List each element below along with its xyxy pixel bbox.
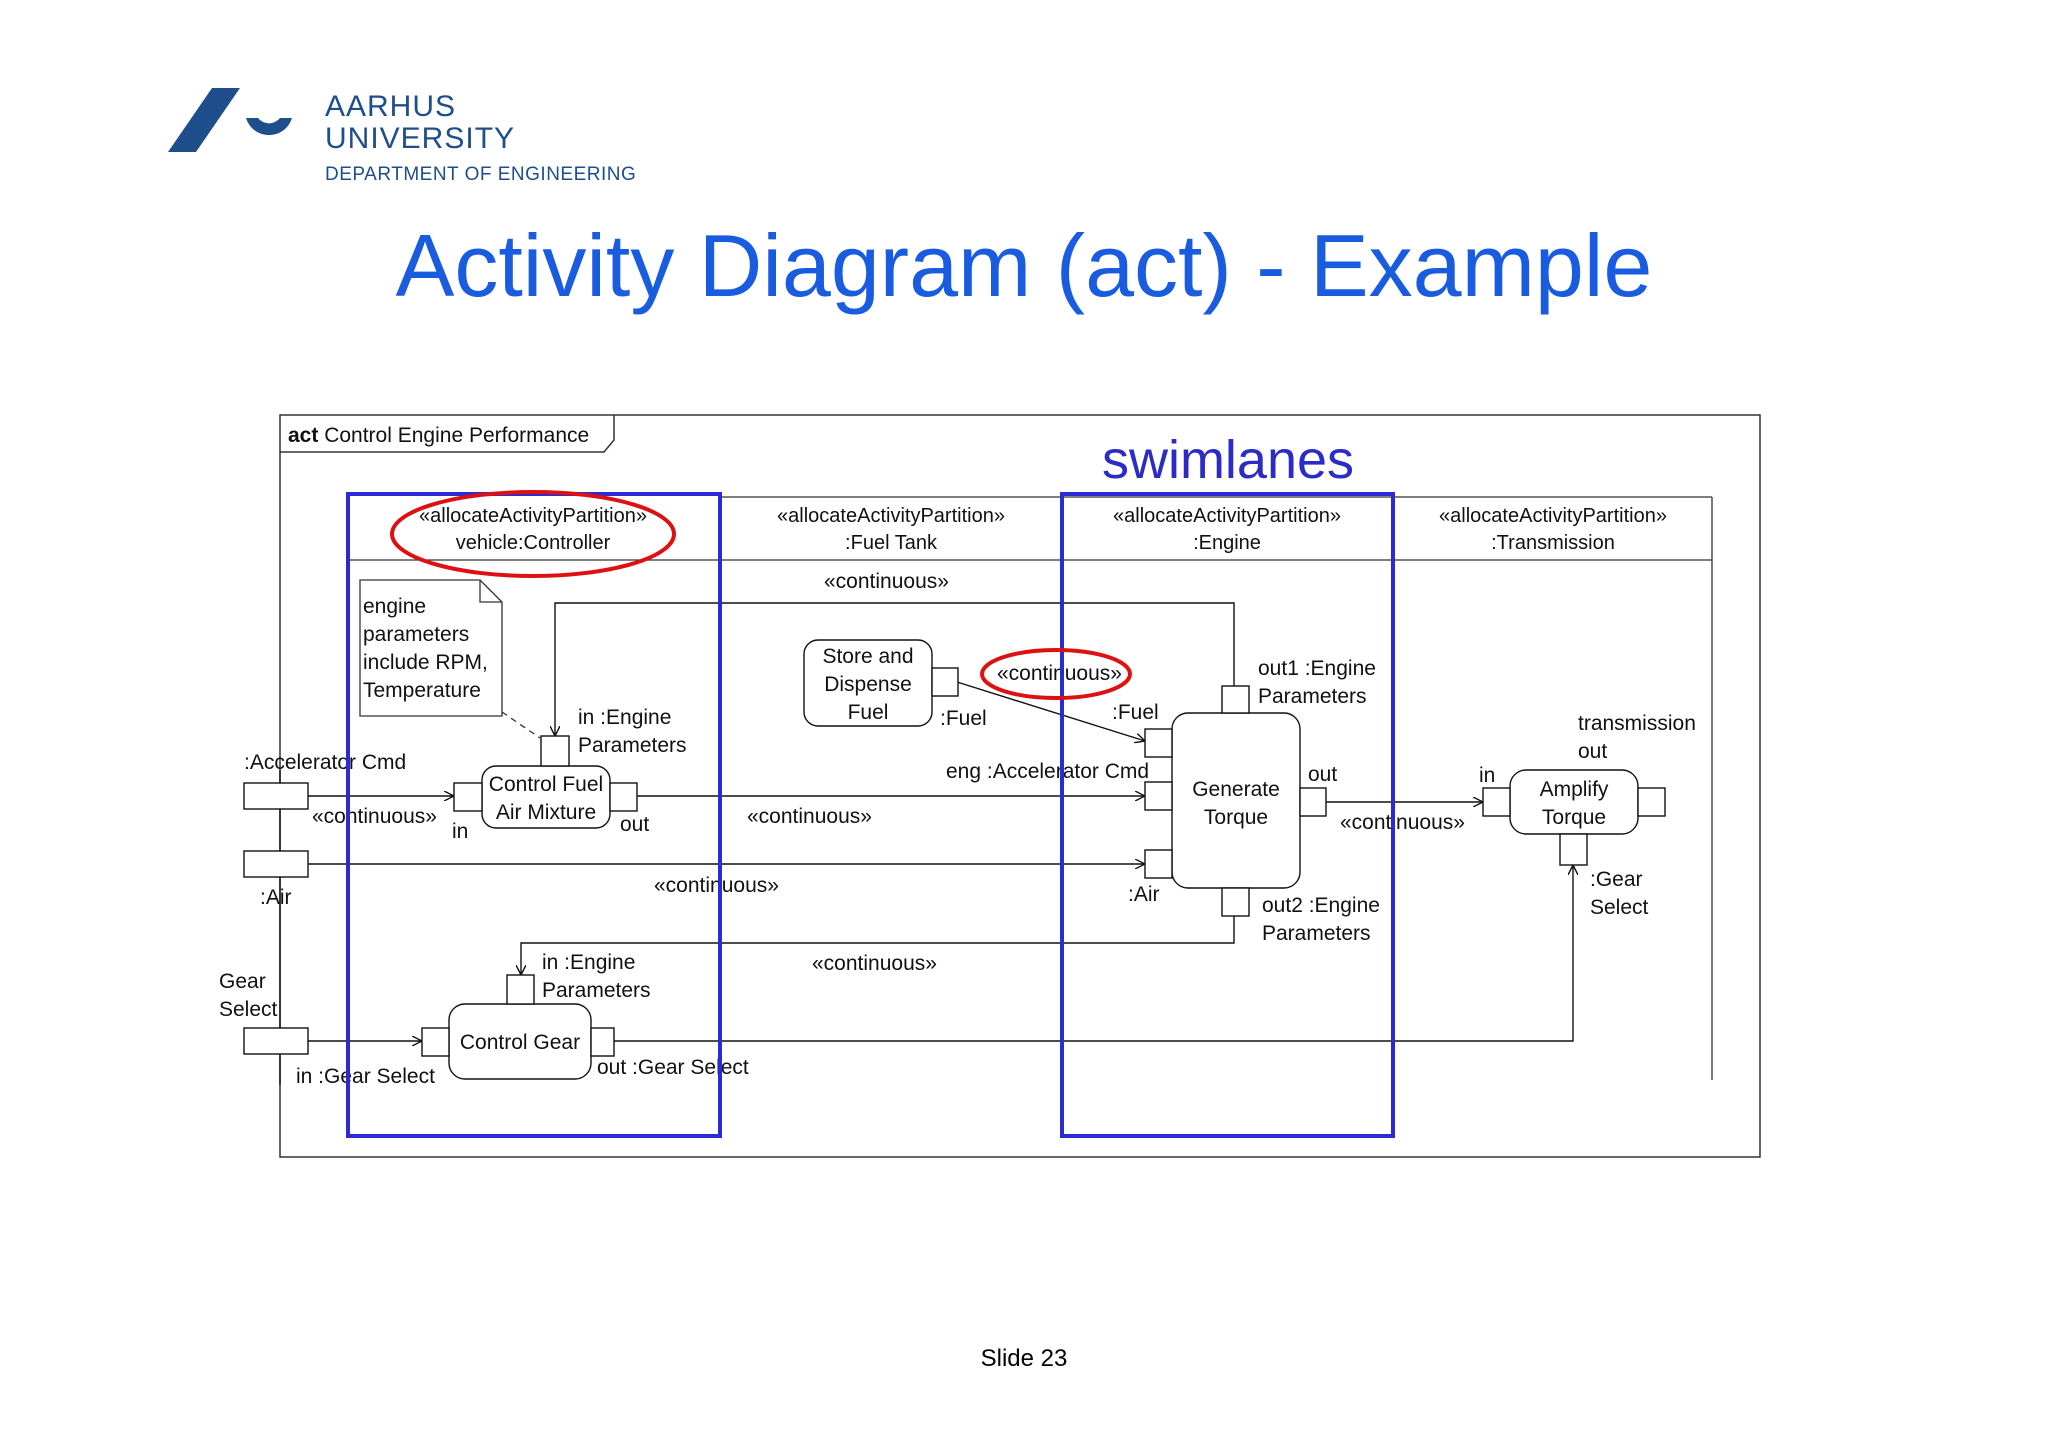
frame-activity-name: Control Engine Performance [324, 424, 589, 447]
flow-gear-select-to-amplify [614, 865, 1573, 1042]
continuous-label-1: «continuous» [312, 805, 437, 828]
continuous-label-5: «continuous» [812, 952, 937, 975]
gear-select-pin [243, 1027, 309, 1055]
generate-torque-out2-pin [1221, 887, 1250, 917]
in-gear-select-label: in :Gear Select [296, 1065, 435, 1088]
continuous-label-2: «continuous» [824, 570, 949, 593]
swimlane-highlight-engine [1060, 492, 1395, 1138]
amplify-torque-label-1: Amplify [1540, 778, 1609, 801]
in-engine-params-2-label-1: in :Engine [542, 951, 635, 974]
generate-torque-fuel-pin [1144, 728, 1173, 758]
in-engine-params-2-label-2: Parameters [542, 979, 651, 1002]
control-gear-out-pin [590, 1027, 615, 1057]
out-gear-select-label: out :Gear Select [597, 1056, 749, 1079]
control-fuel-in-pin [453, 782, 483, 812]
control-fuel-in-label: in [452, 820, 468, 843]
generate-torque-accel-pin [1144, 781, 1173, 811]
control-gear-in-pin [421, 1027, 450, 1057]
air-pin [243, 850, 309, 878]
frame-keyword: act [288, 424, 318, 447]
partition-2-stereotype: «allocateActivityPartition» [777, 505, 1005, 527]
amplify-in-label: in [1479, 764, 1495, 787]
note-shape [359, 579, 503, 717]
gear-select-label-2: Select [219, 998, 278, 1021]
generate-torque-out-label: out [1308, 763, 1337, 786]
logo-department: DEPARTMENT OF ENGINEERING [325, 164, 637, 185]
control-fuel-out-label: out [620, 813, 649, 836]
frame-name-tab [280, 415, 615, 453]
amplify-torque-out-pin [1637, 787, 1666, 817]
aarhus-logo-icon [168, 88, 292, 152]
continuous-label-6: «continuous» [1340, 811, 1465, 834]
amplify-torque-gear-pin [1559, 833, 1588, 866]
in-engine-params-label-2: Parameters [578, 734, 687, 757]
eng-accel-label: eng :Accelerator Cmd [946, 760, 1149, 783]
partition-4-name: :Transmission [1491, 532, 1615, 554]
generate-torque-air-pin [1144, 849, 1173, 879]
flow-fuel-to-engine [956, 681, 1145, 741]
control-fuel-out-pin [609, 782, 638, 812]
generate-torque-out1-pin [1221, 685, 1250, 714]
note-line-3: include RPM, [363, 651, 488, 674]
controller-highlight-ellipse [390, 490, 676, 578]
continuous-highlight-ellipse [980, 648, 1132, 700]
continuous-label-3: «continuous» [747, 805, 872, 828]
generate-torque-label-1: Generate [1192, 778, 1280, 801]
gear-select-right-label-2: Select [1590, 896, 1649, 919]
fuel-in-label: :Fuel [1112, 701, 1159, 724]
note-line-2: parameters [363, 623, 469, 646]
store-fuel-label-1: Store and [822, 645, 913, 668]
partition-3-stereotype: «allocateActivityPartition» [1113, 505, 1341, 527]
flow-out2-to-control-gear [521, 914, 1235, 975]
engine-air-label: :Air [1128, 883, 1160, 906]
control-gear-label: Control Gear [460, 1031, 580, 1054]
accelerator-cmd-label: :Accelerator Cmd [244, 751, 406, 774]
store-fuel-label-2: Dispense [824, 673, 912, 696]
control-fuel-label-2: Air Mixture [496, 801, 596, 824]
note-anchor [501, 711, 541, 739]
note-line-1: engine [363, 595, 426, 618]
slide-number: Slide 23 [980, 1345, 1068, 1372]
in-engine-params-label-1: in :Engine [578, 706, 671, 729]
control-fuel-label-1: Control Fuel [489, 773, 603, 796]
partition-1-name: vehicle:Controller [456, 532, 611, 554]
out2-label-1: out2 :Engine [1262, 894, 1380, 917]
logo-university-name: AARHUS [325, 90, 457, 123]
gear-select-label-1: Gear [219, 970, 266, 993]
flow-engine-params-feedback [555, 602, 1235, 736]
generate-torque-label-2: Torque [1204, 806, 1268, 829]
transmission-out-label-1: transmission [1578, 712, 1696, 735]
out1-label-2: Parameters [1258, 685, 1367, 708]
frame-title: act Control Engine Performance [288, 424, 589, 447]
air-label: :Air [260, 886, 292, 909]
amplify-torque-label-2: Torque [1542, 806, 1606, 829]
partition-3-name: :Engine [1193, 532, 1261, 554]
swimlanes-label: swimlanes [1102, 430, 1354, 490]
generate-torque-out-pin [1299, 787, 1327, 817]
store-fuel-label-3: Fuel [848, 701, 889, 724]
page-title: Activity Diagram (act) - Example [395, 216, 1653, 315]
out1-label-1: out1 :Engine [1258, 657, 1376, 680]
transmission-out-label-2: out [1578, 740, 1607, 763]
partition-1-stereotype: «allocateActivityPartition» [419, 505, 647, 527]
control-gear-params-pin [506, 974, 535, 1005]
partition-4-stereotype: «allocateActivityPartition» [1439, 505, 1667, 527]
gear-select-right-label-1: :Gear [1590, 868, 1643, 891]
continuous-label-4: «continuous» [654, 874, 779, 897]
out2-label-2: Parameters [1262, 922, 1371, 945]
accelerator-cmd-pin [243, 782, 309, 810]
fuel-out-label: :Fuel [940, 707, 987, 730]
control-fuel-params-pin [540, 735, 570, 767]
store-fuel-out-pin [931, 667, 959, 697]
note-corner [479, 580, 502, 603]
partition-2-name: :Fuel Tank [845, 532, 938, 554]
amplify-torque-in-pin [1482, 787, 1511, 817]
logo-university-word: UNIVERSITY [325, 122, 516, 155]
note-line-4: Temperature [363, 679, 481, 702]
continuous-label-fuel: «continuous» [997, 662, 1122, 685]
